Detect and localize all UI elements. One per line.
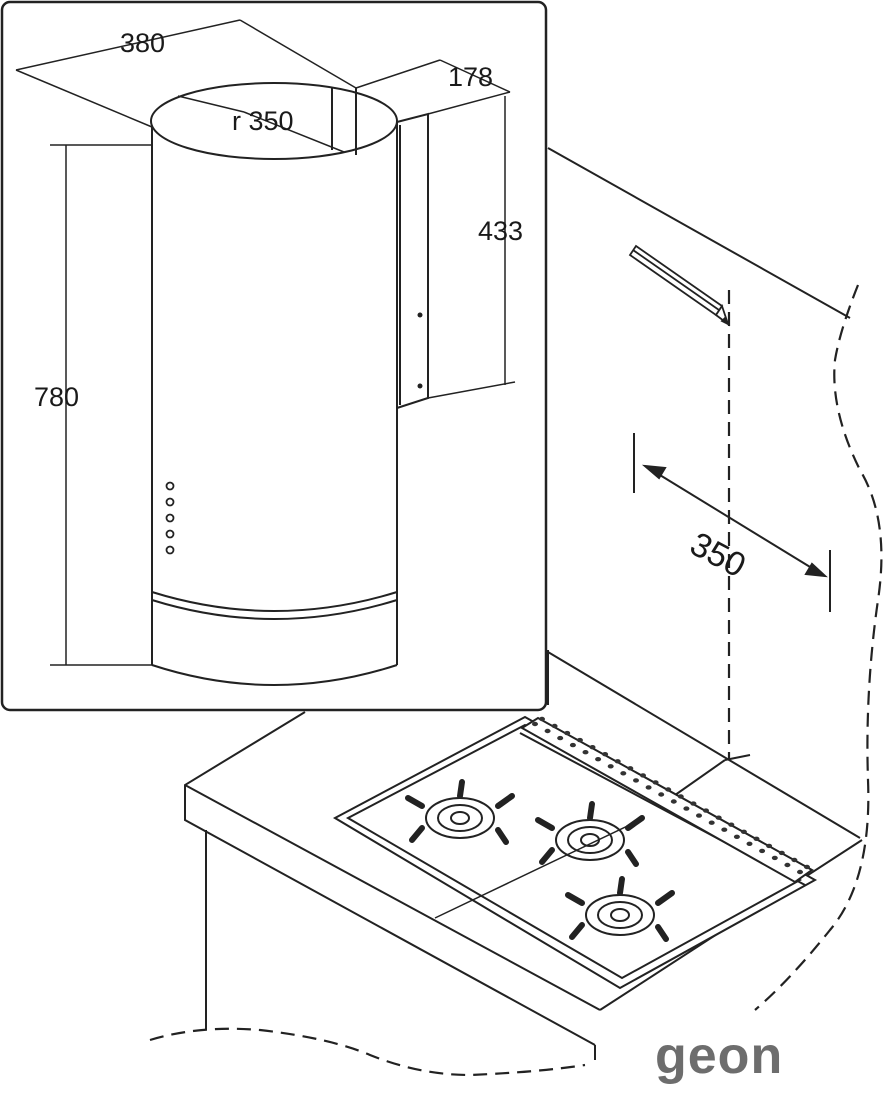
total-height-label: 780	[34, 382, 79, 412]
bracket-screws	[417, 312, 423, 389]
hob-knob-dot	[557, 735, 564, 741]
hob-knob-dot	[797, 869, 803, 875]
hob-knob-dot	[771, 855, 778, 861]
hob-knob-dot	[658, 792, 665, 797]
hob-knob-dot	[733, 834, 740, 839]
hob-knob-dot	[791, 857, 798, 863]
hob-knob-dot	[708, 820, 715, 825]
hob-knob-dot	[602, 752, 609, 757]
hob-knob-dot	[690, 801, 697, 806]
hob-knob-dot	[721, 827, 728, 832]
gas-burner-icon	[405, 779, 675, 942]
inset-dimension-lines	[15, 19, 516, 666]
hob-knob-dot	[645, 785, 652, 790]
hob-knob-dot	[539, 716, 545, 722]
hob-knob-dot	[614, 759, 621, 764]
hob-knob-dot	[784, 862, 791, 868]
chimney-height-label: 433	[478, 216, 523, 246]
hob-knob-dot	[715, 815, 722, 820]
offset-value: 350	[684, 525, 752, 585]
hood-drawing	[150, 82, 429, 686]
hob-knob-dot	[564, 730, 571, 736]
hob-knob-dot	[607, 764, 614, 769]
pencil-icon	[628, 244, 731, 327]
hob-knob-dot	[627, 766, 634, 771]
hob-knob-dot	[544, 728, 551, 734]
brand-watermark: geon	[655, 1027, 784, 1085]
hob-knob-dot	[746, 841, 753, 846]
hob-knob-dot	[652, 780, 659, 785]
hob-knob-dot	[696, 813, 702, 818]
hob-knob-dot	[677, 794, 684, 799]
hob-knob-dot	[595, 757, 602, 762]
hob-knob-dot	[778, 850, 785, 856]
depth-dimension-label: 178	[448, 62, 493, 92]
hob-knob-dot	[640, 773, 646, 778]
cut-lines	[149, 284, 883, 1077]
hob-knob-dot	[532, 721, 538, 727]
hob-knob-dot	[633, 778, 639, 783]
hood-detail-frame	[0, 0, 548, 712]
hob-knob-dot	[703, 808, 709, 813]
hob-guide-lines	[434, 819, 641, 919]
hob-knob-dot	[582, 750, 589, 755]
hob-knob-dot	[740, 829, 747, 834]
offset-dimension	[633, 433, 831, 612]
hob-knob-dot	[766, 843, 773, 849]
hob-knob-dot	[589, 745, 596, 750]
hob-control-strip	[532, 716, 810, 875]
hob-knob-dot	[670, 799, 677, 804]
hob-knob-dot	[551, 723, 558, 729]
hob-knob-dot	[569, 742, 576, 748]
hob-knob-dot	[576, 737, 583, 743]
width-dimension-label: 380	[120, 28, 165, 58]
hob-knob-dot	[804, 864, 810, 870]
hob-knob-dot	[753, 836, 760, 841]
hob-knob-dot	[665, 787, 672, 792]
hood-control-buttons	[165, 481, 175, 555]
hob-knob-dot	[683, 806, 690, 811]
hob-knob-dot	[759, 848, 766, 854]
radius-dimension-label: r 350	[232, 106, 294, 136]
hob-knob-dot	[620, 771, 627, 776]
hob-knob-dot	[728, 822, 735, 827]
